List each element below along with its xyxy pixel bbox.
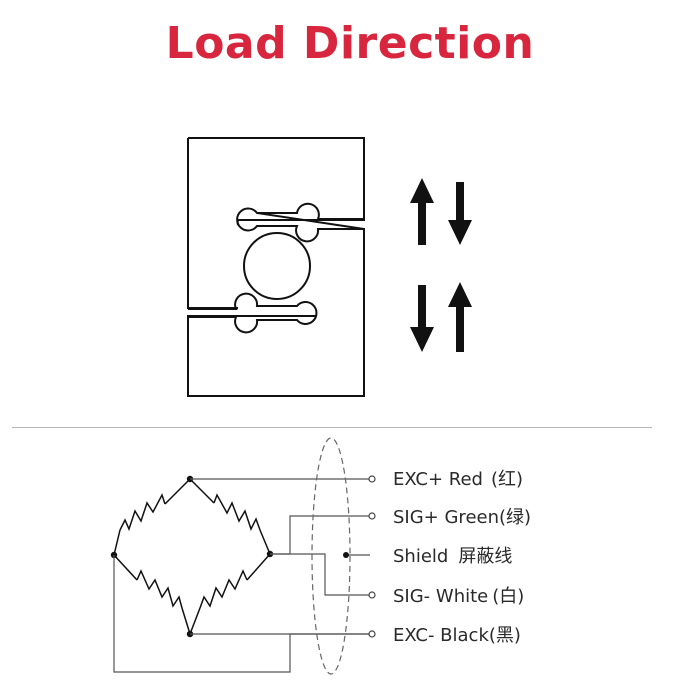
bridge-circuit: [113, 478, 271, 635]
wire-label-exc-plus: EXC+ Red(红): [393, 469, 523, 490]
shield-node: [343, 552, 349, 558]
arrow-down-icon: [410, 285, 434, 352]
terminals: [368, 475, 376, 638]
arrow-up-icon: [448, 282, 472, 352]
wire-label-sig-minus: SIG- White(白): [393, 586, 524, 607]
center-hole: [243, 232, 311, 300]
upper-slot: [236, 202, 365, 243]
wire-label-exc-minus: EXC- Black(黑): [393, 625, 521, 646]
section-divider: [12, 427, 652, 428]
shield-ellipse: [311, 437, 351, 675]
arrow-up-icon: [410, 178, 434, 245]
wire-label-sig-plus: SIG+ Green(绿): [393, 507, 531, 528]
page-title: Load Direction: [165, 18, 535, 69]
bridge-nodes: [110, 475, 274, 638]
lower-slot: [188, 292, 318, 334]
load-cell-outline: [187, 137, 365, 397]
wire-lines: [113, 478, 370, 673]
arrow-down-icon: [448, 182, 472, 245]
